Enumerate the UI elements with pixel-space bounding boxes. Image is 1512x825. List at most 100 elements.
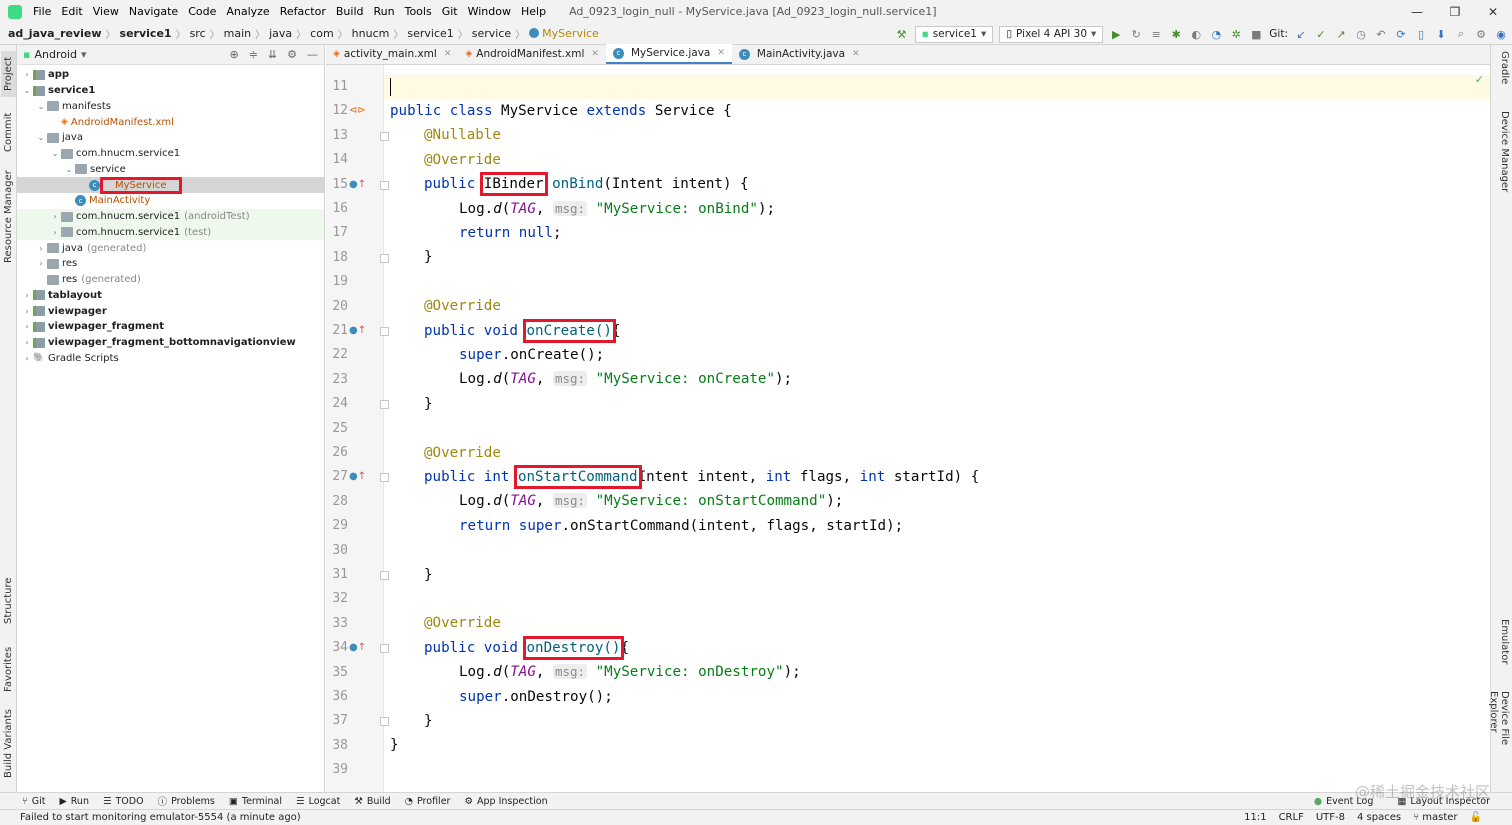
- caret-position[interactable]: 11:1: [1244, 812, 1267, 823]
- line-number[interactable]: 22: [332, 347, 348, 363]
- hide-icon[interactable]: —: [307, 48, 318, 61]
- tree-item[interactable]: ⌄service: [17, 162, 324, 178]
- tool-tab-device-file-explorer[interactable]: Device File Explorer: [1488, 691, 1510, 746]
- apply-changes-icon[interactable]: ≡: [1151, 27, 1161, 41]
- fold-marker-icon[interactable]: [380, 473, 389, 483]
- menu-refactor[interactable]: Refactor: [279, 5, 326, 18]
- line-number[interactable]: 18: [332, 249, 348, 265]
- override-marker-icon[interactable]: ●↑: [349, 642, 367, 654]
- status-message[interactable]: Failed to start monitoring emulator-5554…: [20, 812, 301, 823]
- line-number[interactable]: 12: [332, 103, 348, 119]
- tree-item[interactable]: ›viewpager_fragment_bottomnavigationview: [17, 335, 324, 351]
- device-select[interactable]: ▯Pixel 4 API 30▾: [999, 25, 1104, 43]
- tree-item[interactable]: res(generated): [17, 272, 324, 288]
- line-number[interactable]: 31: [332, 567, 348, 582]
- line-number[interactable]: 23: [332, 371, 348, 387]
- sdk-manager-icon[interactable]: ⬇: [1436, 27, 1446, 41]
- line-number[interactable]: 33: [332, 615, 348, 631]
- git-history-icon[interactable]: ◷: [1356, 27, 1366, 41]
- minimize-icon[interactable]: —: [1411, 4, 1423, 19]
- line-number[interactable]: 28: [332, 493, 348, 509]
- tool-profiler[interactable]: ◔Profiler: [404, 795, 451, 807]
- git-branch[interactable]: ⑂ master: [1413, 812, 1458, 823]
- git-commit-icon[interactable]: ✓: [1316, 27, 1326, 41]
- expand-all-icon[interactable]: ≑: [248, 48, 258, 61]
- fold-marker-icon[interactable]: [380, 571, 389, 580]
- line-number[interactable]: 21: [332, 323, 348, 338]
- git-rollback-icon[interactable]: ↶: [1376, 27, 1386, 41]
- expand-arrow-icon[interactable]: ›: [39, 259, 43, 269]
- override-marker-icon[interactable]: ●↑: [349, 471, 367, 483]
- fold-marker-icon[interactable]: [380, 131, 389, 141]
- fold-marker-icon[interactable]: [380, 717, 389, 727]
- lock-icon[interactable]: 🔓: [1469, 812, 1482, 823]
- line-number[interactable]: 29: [332, 518, 348, 534]
- git-update-icon[interactable]: ↙: [1296, 27, 1306, 41]
- hammer-build-icon[interactable]: ⚒: [896, 27, 907, 41]
- tool-tab-device-manager[interactable]: Device Manager: [1499, 111, 1510, 193]
- fold-marker-icon[interactable]: [380, 400, 389, 410]
- menu-edit[interactable]: Edit: [61, 5, 83, 18]
- expand-arrow-icon[interactable]: ⌄: [51, 149, 59, 159]
- collapse-all-icon[interactable]: ⇊: [267, 48, 278, 61]
- tool-tab-build-variants[interactable]: Build Variants: [3, 709, 14, 779]
- line-number[interactable]: 34: [332, 640, 348, 656]
- project-view-select[interactable]: Android: [34, 48, 77, 61]
- line-number[interactable]: 19: [332, 274, 348, 290]
- line-number[interactable]: 16: [332, 201, 348, 216]
- line-number[interactable]: 36: [332, 689, 348, 704]
- assistant-icon[interactable]: ◉: [1496, 27, 1506, 41]
- expand-arrow-icon[interactable]: ›: [25, 70, 29, 80]
- menu-git[interactable]: Git: [441, 5, 458, 18]
- tool-tab-commit[interactable]: Commit: [3, 112, 14, 152]
- locate-icon[interactable]: ⊕: [229, 48, 239, 61]
- expand-arrow-icon[interactable]: ›: [39, 243, 43, 253]
- line-number[interactable]: 15: [332, 176, 348, 192]
- menu-analyze[interactable]: Analyze: [226, 5, 270, 18]
- tool-todo[interactable]: ☰TODO: [102, 795, 144, 807]
- menu-run[interactable]: Run: [373, 5, 395, 18]
- tree-item[interactable]: ⌄com.hnucm.service1: [17, 146, 324, 162]
- override-marker-icon[interactable]: ●↑: [349, 325, 367, 336]
- line-number[interactable]: 20: [332, 298, 348, 314]
- tool-run[interactable]: ▶Run: [59, 795, 89, 807]
- line-separator[interactable]: CRLF: [1278, 812, 1304, 823]
- run-icon[interactable]: ▶: [1112, 27, 1121, 41]
- device-manager-icon[interactable]: ▯: [1417, 27, 1425, 41]
- tool-event-log[interactable]: ●Event Log: [1313, 795, 1374, 807]
- tree-item[interactable]: ›com.hnucm.service1(androidTest): [17, 208, 324, 225]
- close-tab-icon[interactable]: ✕: [852, 49, 860, 59]
- line-number[interactable]: 39: [332, 762, 348, 778]
- tree-item[interactable]: ⌄manifests: [17, 99, 324, 115]
- tool-build[interactable]: ⚒Build: [354, 795, 391, 807]
- breadcrumb-java[interactable]: java: [269, 27, 293, 40]
- line-number[interactable]: 38: [332, 737, 348, 753]
- expand-arrow-icon[interactable]: ›: [53, 227, 57, 237]
- menu-code[interactable]: Code: [188, 5, 217, 18]
- expand-arrow-icon[interactable]: ⌄: [23, 86, 31, 96]
- coverage-icon[interactable]: ◐: [1191, 27, 1202, 41]
- expand-arrow-icon[interactable]: ›: [25, 306, 29, 316]
- tool-app-inspection[interactable]: ⚙App Inspection: [464, 795, 548, 807]
- line-number[interactable]: 24: [332, 396, 348, 412]
- line-number[interactable]: 11: [332, 79, 348, 94]
- tool-layout-inspector[interactable]: ▦Layout Inspector: [1397, 795, 1490, 807]
- tool-logcat[interactable]: ☰Logcat: [296, 795, 341, 807]
- tree-item[interactable]: ⌄java: [17, 130, 324, 146]
- manifest-link-icon[interactable]: ⊲⊳: [349, 105, 366, 117]
- tree-item[interactable]: ›🐘Gradle Scripts: [17, 351, 324, 367]
- breadcrumb-main[interactable]: main: [223, 27, 252, 40]
- debug-icon[interactable]: ✱: [1171, 27, 1181, 41]
- expand-arrow-icon[interactable]: ›: [25, 338, 29, 348]
- tool-tab-structure[interactable]: Structure: [3, 577, 14, 625]
- fold-marker-icon[interactable]: [380, 253, 389, 263]
- code-area[interactable]: public class MyService extends Service {…: [384, 65, 1490, 792]
- tree-item[interactable]: ›tablayout: [17, 288, 324, 304]
- close-icon[interactable]: ✕: [1487, 4, 1499, 19]
- menu-help[interactable]: Help: [520, 5, 547, 18]
- expand-arrow-icon[interactable]: ›: [25, 290, 29, 300]
- line-number[interactable]: 32: [332, 591, 348, 607]
